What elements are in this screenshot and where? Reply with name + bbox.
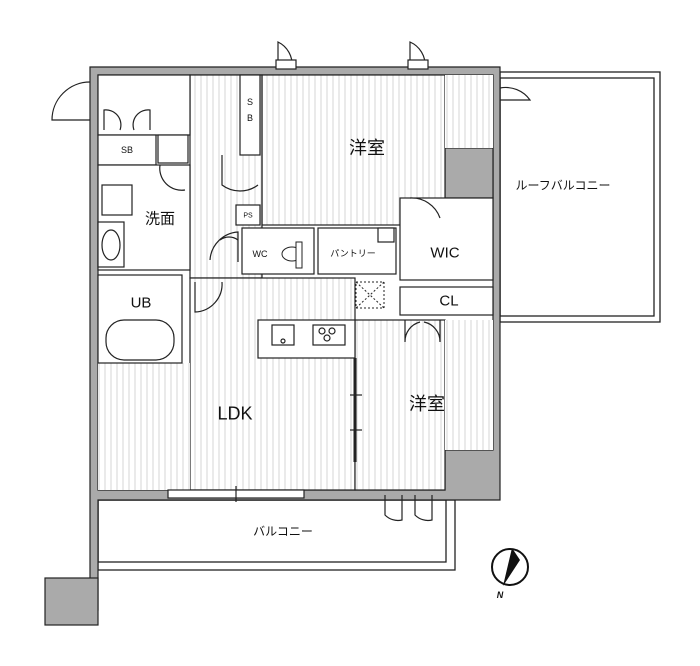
room-label-pantry: パントリー — [330, 248, 376, 259]
room-label-western-room-top: 洋室 — [349, 138, 385, 158]
door-swings — [51, 41, 532, 522]
room-label-wic: WIC — [430, 244, 460, 262]
room-label-unit-bath: UB — [130, 294, 152, 312]
room-label-toilet: WC — [252, 249, 268, 259]
room-label-ldk: LDK — [217, 403, 253, 424]
room-label-washroom: 洗面 — [144, 210, 176, 228]
room-label-closet: CL — [439, 292, 459, 310]
roof-balcony-outline — [499, 71, 661, 323]
closet-room — [399, 286, 494, 316]
room-label-western-room-bottom: 洋室 — [409, 394, 445, 414]
compass-north-label: N — [496, 590, 504, 600]
label-shoe-box-s: S — [246, 97, 254, 107]
label-shoe-box-b: B — [246, 113, 254, 123]
western-room-bottom-floor — [354, 319, 446, 491]
ldk-floor — [189, 277, 356, 491]
column — [444, 147, 494, 199]
label-shoe-box: SB — [120, 145, 134, 155]
label-pipe-space: PS — [243, 212, 253, 220]
walk-in-closet-room — [399, 197, 494, 281]
column — [44, 577, 99, 626]
room-label-balcony: バルコニー — [253, 524, 313, 539]
compass-icon — [491, 548, 529, 586]
room-label-roof-balcony: ルーフバルコニー — [515, 178, 611, 193]
